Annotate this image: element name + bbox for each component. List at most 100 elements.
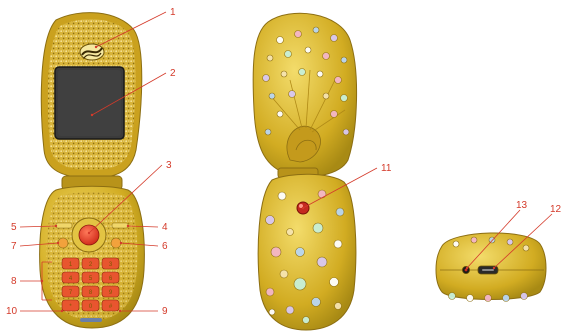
gem-stone <box>467 295 474 302</box>
gem-stone <box>266 288 274 296</box>
back-open-view <box>253 13 356 330</box>
gem-stone <box>331 111 338 118</box>
gem-stone <box>317 257 327 267</box>
gem-stone <box>336 208 344 216</box>
gem-stone <box>335 77 342 84</box>
callout-number: 7 <box>11 241 17 252</box>
gem-stone <box>280 270 288 278</box>
gem-stone <box>286 306 294 314</box>
gem-stone <box>330 278 339 287</box>
gem-stone <box>503 295 510 302</box>
gem-stone <box>521 293 528 300</box>
callout-number: 2 <box>170 68 176 79</box>
gem-stone <box>287 229 294 236</box>
gem-stone <box>313 223 323 233</box>
gem-stone <box>303 317 310 324</box>
center-select-key[interactable] <box>79 225 99 245</box>
gem-stone <box>277 37 284 44</box>
gem-stone <box>341 95 348 102</box>
callout: 8 <box>11 276 43 287</box>
callout-anchor-dot <box>493 267 495 269</box>
callout-anchor-dot <box>466 267 468 269</box>
keypad-key[interactable]: 8 <box>82 286 99 297</box>
callout-number: 10 <box>6 306 18 317</box>
gem-stone <box>277 111 283 117</box>
callout-anchor-dot <box>88 232 90 234</box>
gem-stone <box>265 129 271 135</box>
right-soft-key[interactable] <box>112 223 128 228</box>
callout-number: 1 <box>170 7 176 18</box>
keypad-key[interactable]: 0 <box>82 300 99 311</box>
gem-stone <box>453 241 459 247</box>
callout-number: 13 <box>516 200 528 211</box>
callout-number: 8 <box>11 276 17 287</box>
keypad-key[interactable]: 4 <box>62 272 79 283</box>
gem-stone <box>299 69 306 76</box>
gem-stone <box>449 293 456 300</box>
callout-number: 9 <box>162 306 168 317</box>
gem-stone <box>278 192 286 200</box>
callout-number: 12 <box>550 204 562 215</box>
callout-anchor-dot <box>120 242 122 244</box>
microphone-grille <box>80 318 102 322</box>
gem-stone <box>318 190 326 198</box>
gem-stone <box>335 303 342 310</box>
gem-stone <box>296 248 305 257</box>
left-soft-key[interactable] <box>56 223 72 228</box>
gem-stone <box>295 31 302 38</box>
gem-stone <box>266 216 275 225</box>
gem-stone <box>313 27 319 33</box>
gem-stone <box>507 239 513 245</box>
end-key[interactable] <box>111 238 121 248</box>
gem-stone <box>334 240 342 248</box>
callout-anchor-dot <box>302 207 304 209</box>
callout-number: 11 <box>381 163 392 174</box>
callout-number: 5 <box>11 222 17 233</box>
gem-stone <box>269 93 275 99</box>
gem-stone <box>312 298 321 307</box>
callout-number: 6 <box>162 241 168 252</box>
callout-anchor-dot <box>41 280 43 282</box>
gem-stone <box>323 93 329 99</box>
brand-logo <box>80 44 104 60</box>
gem-stone <box>263 75 270 82</box>
keypad-key[interactable]: 7 <box>62 286 79 297</box>
callout-anchor-dot <box>127 225 129 227</box>
gem-stone <box>471 237 477 243</box>
callout-anchor-dot <box>61 310 63 312</box>
keypad-key[interactable]: 2 <box>82 258 99 269</box>
gem-stone <box>331 35 338 42</box>
keypad-key[interactable]: 3 <box>102 258 119 269</box>
keypad-key[interactable]: * <box>62 300 79 311</box>
callout-anchor-dot <box>57 242 59 244</box>
gem-stone <box>269 309 275 315</box>
gem-stone <box>294 278 306 290</box>
gem-stone <box>281 71 287 77</box>
gem-stone <box>267 55 273 61</box>
gem-stone <box>305 47 311 53</box>
callout-number: 3 <box>166 160 172 171</box>
callout-anchor-dot <box>91 114 93 116</box>
gem-stone <box>341 57 347 63</box>
gem-stone <box>289 91 296 98</box>
call-key[interactable] <box>58 238 68 248</box>
callout-anchor-dot <box>55 225 57 227</box>
gem-stone <box>485 295 492 302</box>
callout-anchor-dot <box>119 310 121 312</box>
callout-number: 4 <box>162 222 168 233</box>
keypad-key[interactable]: # <box>102 300 119 311</box>
gem-stone <box>323 53 330 60</box>
keypad-key[interactable]: 1 <box>62 258 79 269</box>
gem-stone <box>285 51 292 58</box>
side-view <box>436 233 546 302</box>
callout-anchor-dot <box>95 46 97 48</box>
gem-stone <box>271 247 281 257</box>
keypad-key[interactable]: 9 <box>102 286 119 297</box>
gem-stone <box>343 129 349 135</box>
keypad-key[interactable]: 5 <box>82 272 99 283</box>
gem-stone <box>523 245 529 251</box>
keypad-key[interactable]: 6 <box>102 272 119 283</box>
gem-stone <box>317 71 323 77</box>
